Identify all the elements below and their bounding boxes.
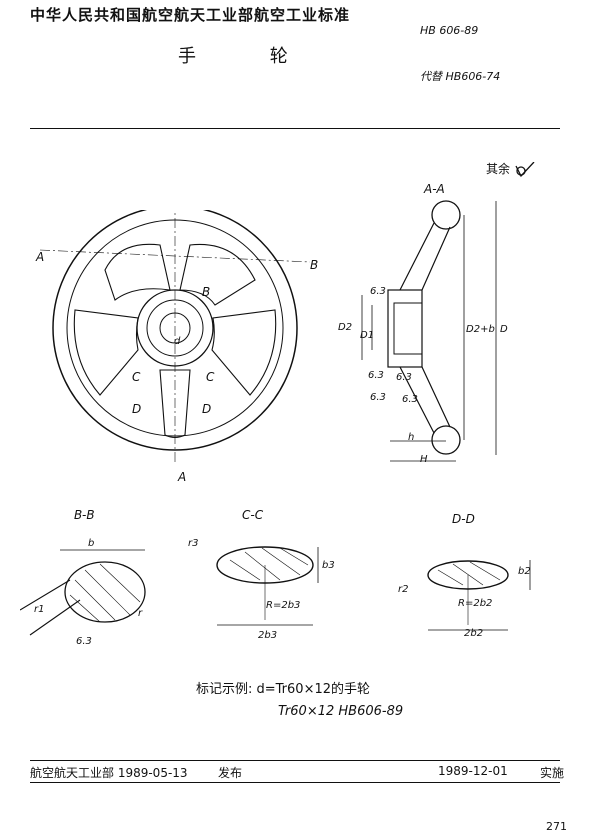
section-dd-drawing [427, 560, 531, 631]
section-bb-drawing [20, 549, 146, 636]
bb-dim-b: b [88, 538, 95, 549]
dd-width: 2b2 [464, 628, 484, 639]
label-section-a-bottom: A [178, 470, 187, 484]
label-c-right: C [206, 370, 215, 384]
dim-h: h [408, 432, 415, 443]
replaces-note: 代替 HB606-74 [420, 70, 501, 83]
roughness-6-3-e: 6.3 [402, 394, 418, 405]
label-d-left: D [132, 402, 142, 416]
cc-radius: R=2b3 [266, 600, 301, 611]
handwheel-front-view [39, 210, 311, 465]
roughness-6-3-a: 6.3 [370, 286, 386, 297]
footer-effective-date: 1989-12-01 [438, 764, 508, 778]
dim-big-h: H [420, 454, 428, 465]
label-section-b-right: B [310, 258, 319, 272]
footer-rule-top [30, 760, 560, 761]
roughness-text: 其余 [486, 162, 511, 176]
section-bb-title: B-B [74, 508, 95, 522]
standard-number: HB 606-89 [420, 24, 479, 37]
bb-r1: r1 [34, 604, 45, 615]
label-section-a-top: A [36, 250, 45, 264]
roughness-6-3-d: 6.3 [370, 392, 386, 403]
label-center-d: d [174, 336, 181, 347]
roughness-6-3-c: 6.3 [396, 372, 412, 383]
footer-effective: 实施 [540, 766, 565, 780]
header-rule [30, 128, 560, 129]
roughness-note: 其余 [486, 160, 536, 178]
label-d-right: D [202, 402, 212, 416]
section-aa-drawing [361, 200, 497, 462]
section-cc-title: C-C [242, 508, 264, 522]
section-cc-drawing [216, 546, 319, 626]
dim-d2-plus-b: D2+b [466, 324, 495, 335]
marking-example-line2: Tr60×12 HB606-89 [278, 704, 404, 719]
section-dd-title: D-D [452, 512, 475, 526]
dd-radius: R=2b2 [458, 598, 493, 609]
dim-d: D [500, 324, 508, 335]
standard-header-title: 中华人民共和国航空航天工业部航空工业标准 [30, 6, 351, 24]
cc-width: 2b3 [258, 630, 278, 641]
dd-b2: b2 [518, 566, 531, 577]
bb-roughness: 6.3 [76, 636, 92, 647]
dd-r2: r2 [398, 584, 409, 595]
bb-r: r [138, 608, 143, 619]
dim-d2: D2 [338, 322, 353, 333]
cc-r3: r3 [188, 538, 199, 549]
dim-d1: D1 [360, 330, 375, 341]
cc-b3: b3 [322, 560, 335, 571]
footer-issuer: 航空航天工业部 1989-05-13 [30, 766, 188, 780]
marking-example-line1: 标记示例: d=Tr60×12的手轮 [196, 682, 371, 697]
footer-rule-bottom [30, 782, 560, 783]
roughness-symbol-icon [515, 161, 535, 177]
footer-issued: 发布 [218, 766, 243, 780]
label-c-left: C [132, 370, 141, 384]
section-aa-title: A-A [424, 182, 445, 196]
page-number: 271 [546, 820, 567, 833]
roughness-6-3-b: 6.3 [368, 370, 384, 381]
document-title: 手 轮 [178, 46, 322, 67]
label-section-b-center: B [202, 285, 211, 299]
